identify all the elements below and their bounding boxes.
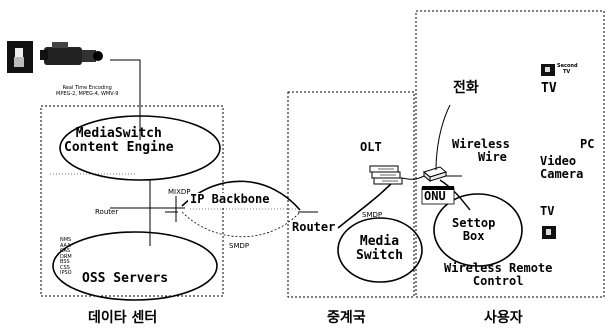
onu-device-icon [422,166,448,183]
ip-backbone-label: IP Backbone [188,192,272,206]
onu-to-settop-line [439,179,471,211]
service-css: CSS [60,264,70,271]
central-office-region-box [287,91,415,298]
router-to-olt-line [337,179,396,229]
oss-servers-label: OSS Servers [82,271,169,286]
mixdp-label: MIXDP [168,188,191,196]
presenter-icon [7,41,33,73]
tv-screen-icon [541,64,555,76]
central-region-label: 중계국 [327,310,366,326]
onu-to-phone-line [435,104,451,171]
tv-label-1: TV [541,81,557,96]
wireless-line: Wireless [452,137,510,151]
router-label: Router [95,208,119,216]
service-bss: BSS [60,259,70,265]
settop-line: Settop [452,216,496,230]
video-line: Video [540,154,577,168]
second-tv-line-2: TV [563,68,571,75]
tv-label-2: TV [540,204,555,218]
pc-label: PC [580,137,595,151]
wire-line: Wire [478,149,507,164]
caption-line-2: MPEG-2, MPEG-4, WMV-9 [56,90,119,97]
engine-line-1: MediaSwitch [75,126,162,141]
engine-to-router-line [110,180,151,209]
video-camera-label: Video Camera [540,155,583,180]
remote-line-1: Wireless Remote [444,261,553,275]
smdp-label: SMDP [362,211,383,219]
caption-line-1: Real Time Encoding [62,85,112,91]
datacenter-region-label: 데이타 센터 [88,310,158,326]
video-camera-icon [40,42,103,65]
camera-line: Camera [540,166,584,181]
service-ipso: IPSO [60,270,72,276]
wireless-remote-label: Wireless Remote Control [444,262,552,287]
olt-device-icon [369,165,403,185]
second-tv-label: Second TV [557,63,578,75]
media-switch-line-2: Switch [356,247,403,263]
wireless-wire-label: Wireless Wire [452,138,510,163]
service-nms: NMS [60,237,72,243]
media-switch-ellipse [337,217,423,283]
onu-label-bar [422,186,454,190]
phone-label: 전화 [453,80,479,96]
content-engine-ellipse [59,115,221,181]
camera-caption: Real Time Encoding MPEG-2, MPEG-4, WMV-9 [56,85,119,97]
engine-line-2: Content Engine [64,139,174,155]
backbone-arc-bottom [181,211,301,238]
second-tv-line-1: Second [557,63,578,69]
box-line: Box [462,228,485,243]
service-list: NMS AAA CAS DRM BSS CSS IPSO [60,237,72,277]
service-cas: CAS [60,248,71,254]
oss-servers-ellipse [52,231,218,301]
media-switch-label: Media Switch [356,235,403,262]
settop-box-label: Settop Box [452,217,495,242]
router-central-label: Router [290,220,338,234]
user-region-label: 사용자 [484,310,523,326]
olt-to-onu-line [401,175,425,180]
media-switch-line-1: Media [359,234,400,249]
olt-label: OLT [360,140,382,154]
user-region-box [415,10,605,298]
content-engine-label: MediaSwitch Content Engine [64,127,174,154]
tv-screen-icon [542,226,556,239]
camera-feed-line [110,59,141,140]
backbone-link-label: SMDP [229,242,250,250]
service-drm: DRM [60,253,72,260]
settop-box-ellipse [433,193,523,267]
onu-label: ONU [424,189,446,203]
service-aaa: AAA [60,242,71,249]
remote-line-2: Control [472,273,524,288]
